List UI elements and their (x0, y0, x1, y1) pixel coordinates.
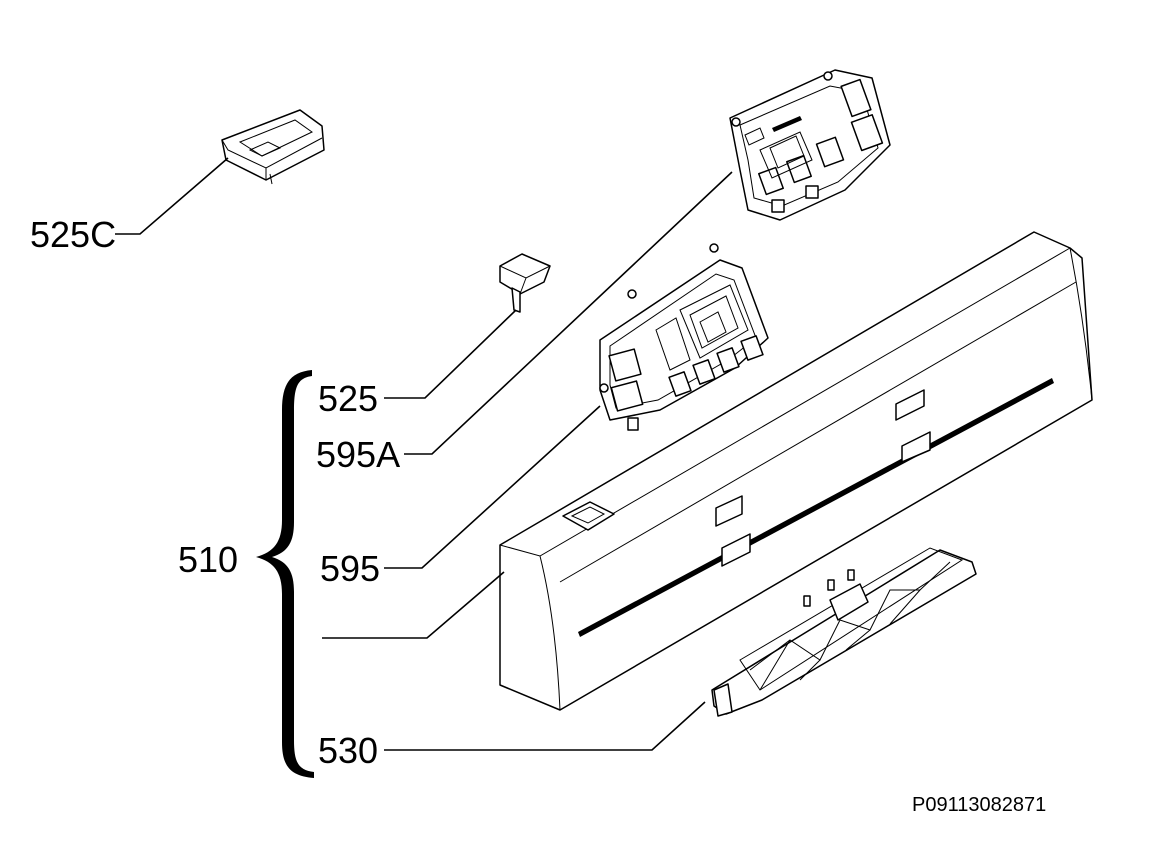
callout-525c: 525C (30, 214, 116, 255)
callout-595: 595 (320, 548, 380, 589)
leader-595 (384, 405, 601, 569)
callout-595a: 595A (316, 434, 400, 475)
brace-510 (256, 370, 314, 778)
leader-595a (404, 171, 733, 455)
leader-530 (384, 701, 706, 751)
part-530-handle (711, 547, 977, 717)
part-595-control-board (599, 243, 769, 431)
leader-510 (322, 571, 505, 639)
part-510-control-panel (499, 231, 1093, 711)
callout-525: 525 (318, 378, 378, 419)
part-525c-tray (221, 109, 325, 185)
leader-525 (384, 309, 517, 399)
reference-code: P09113082871 (912, 794, 1046, 816)
part-525-button (499, 253, 551, 313)
part-595a-control-board (729, 69, 891, 221)
leader-525c (115, 157, 229, 235)
callout-530: 530 (318, 730, 378, 771)
callout-510: 510 (178, 539, 238, 580)
